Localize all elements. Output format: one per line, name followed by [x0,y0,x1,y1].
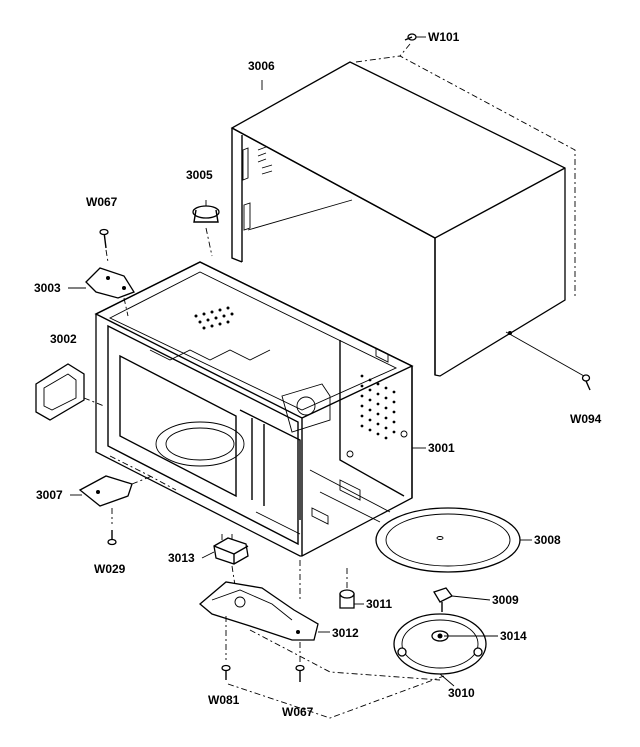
label-3010: 3010 [448,686,475,700]
turntable-tray-3008-part[interactable] [375,507,521,573]
mount-bracket-3012-part[interactable] [198,581,319,662]
coupler-3011-part[interactable] [339,568,355,609]
roller-guide-3009-part[interactable] [433,587,453,612]
motor-3013-part[interactable] [213,534,249,593]
oven-cavity-part[interactable] [94,261,414,600]
label-3006: 3006 [248,59,275,73]
screw-w094[interactable] [581,374,591,391]
top-vent-holes [194,306,234,330]
screw-w081[interactable] [221,664,231,681]
label-3013: 3013 [168,551,195,565]
label-3003: 3003 [34,281,61,295]
case-vent-slots [257,146,273,175]
label-3014: 3014 [500,629,527,643]
label-3008: 3008 [534,533,561,547]
screw-w029[interactable] [107,508,117,546]
plate-3002-part[interactable] [35,363,105,421]
label-3001: 3001 [428,441,455,455]
label-3002: 3002 [50,332,77,346]
screw-w101[interactable] [399,33,417,57]
label-3012: 3012 [332,626,359,640]
label-w094: W094 [570,412,602,426]
label-w081: W081 [208,693,240,707]
screw-w067-top[interactable] [99,228,109,263]
bracket-3003-part[interactable] [85,267,135,317]
label-w067-bottom: W067 [282,705,314,719]
label-3011: 3011 [366,597,392,611]
label-w067-top: W067 [86,195,118,209]
label-3005: 3005 [186,168,213,182]
label-w101: W101 [428,30,460,44]
outer-case-part[interactable] [230,55,576,377]
label-3007: 3007 [36,488,63,502]
label-3009: 3009 [492,593,519,607]
fuse-3005-part[interactable] [192,200,220,257]
latch-3007-part[interactable] [78,475,153,507]
cavity-vent-holes [360,374,396,440]
label-w029: W029 [94,562,126,576]
leader-lines [68,36,585,687]
screw-w067-bottom[interactable] [295,664,305,683]
